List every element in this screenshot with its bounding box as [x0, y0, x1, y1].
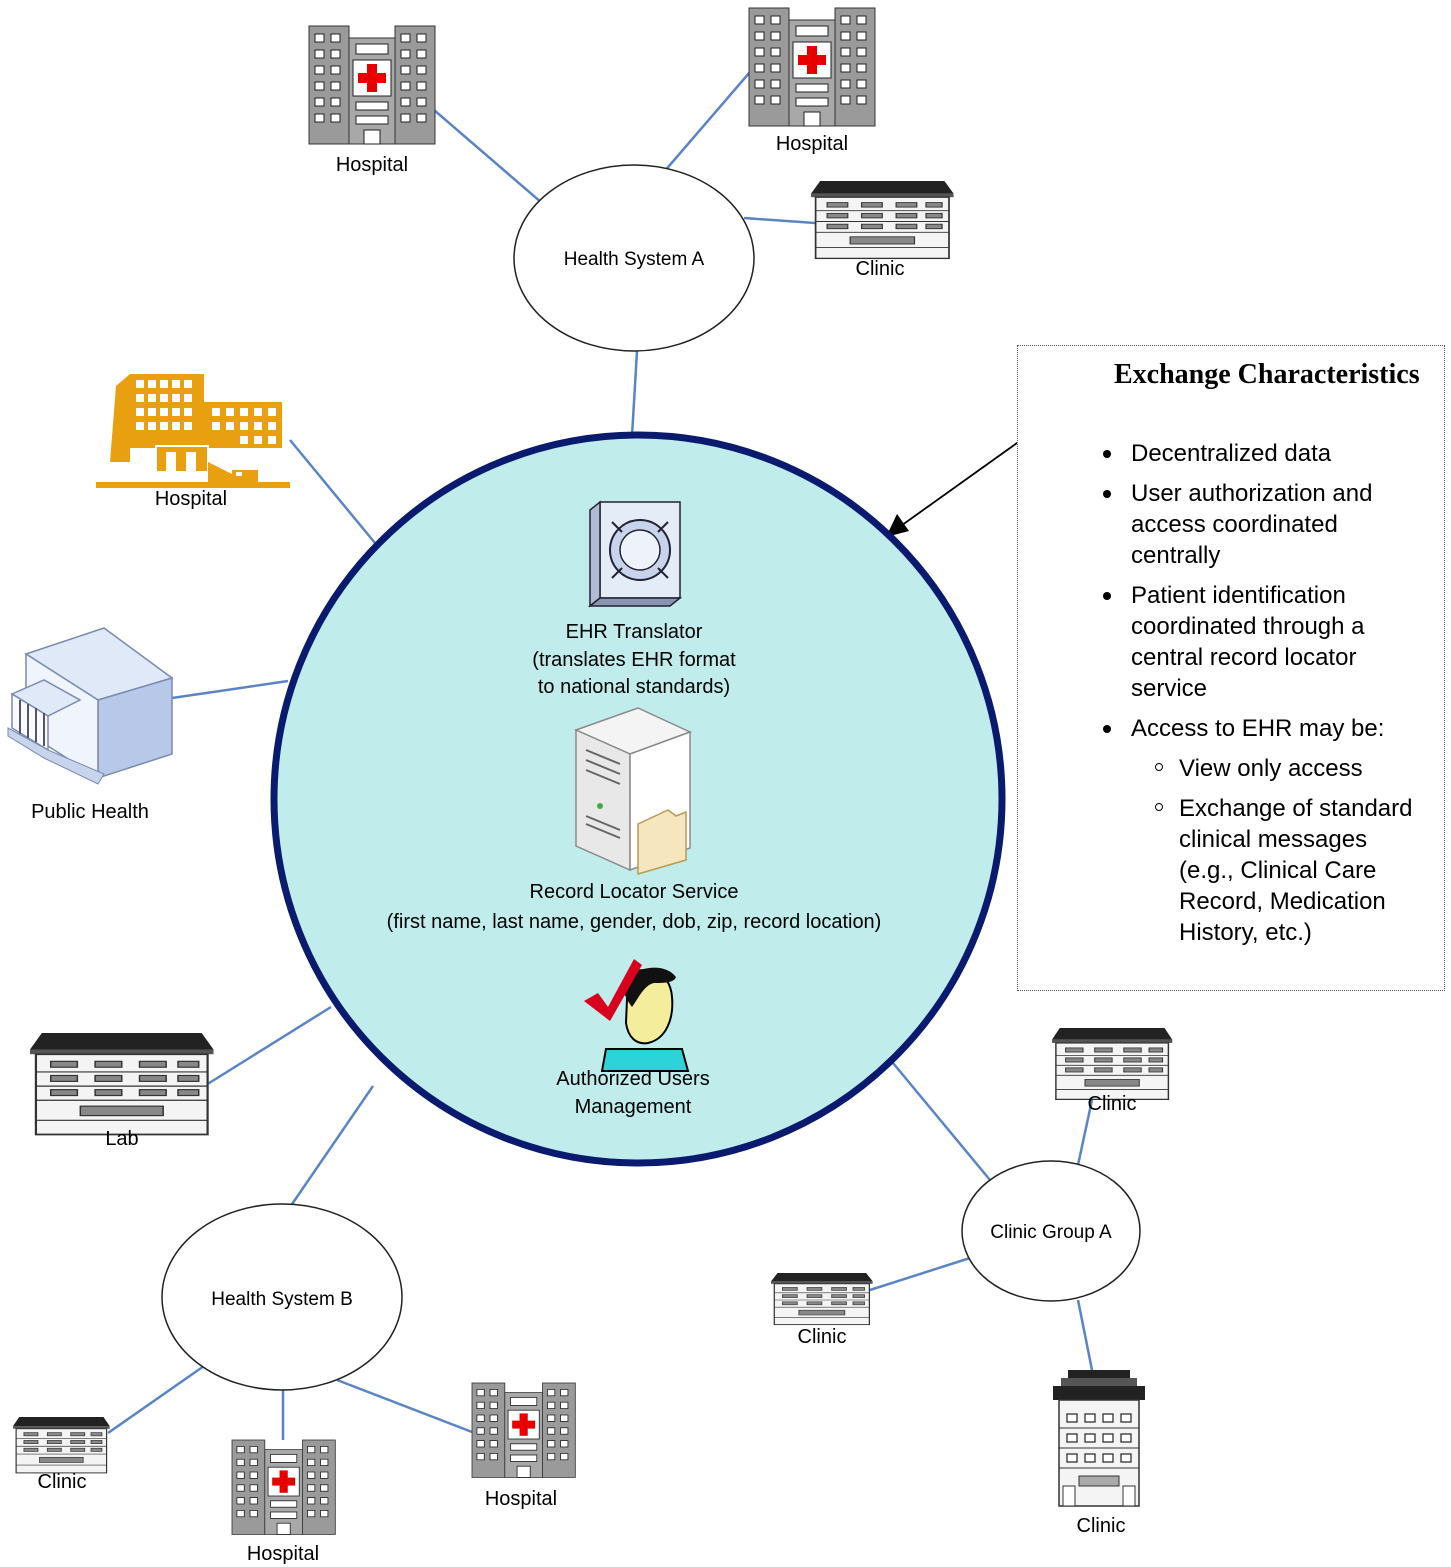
- hospital-icon: [748, 7, 876, 127]
- connector-lines: [107, 71, 1094, 1440]
- record-locator-fields: (first name, last name, gender, dob, zip…: [387, 911, 882, 933]
- hollow-bullet-icon: [1155, 803, 1163, 811]
- list-item: Access to EHR may be:: [1018, 713, 1446, 744]
- server-icon: [573, 707, 692, 875]
- ehr-translator-line3: to national standards): [538, 676, 730, 698]
- clinic-group-a-node: [961, 1160, 1141, 1302]
- public-health-label: Public Health: [31, 801, 149, 823]
- list-item: Patient identification coordinated throu…: [1018, 580, 1446, 704]
- sub-list-item: View only access: [1018, 753, 1446, 784]
- health-system-a-label: Health System A: [564, 249, 705, 270]
- clinic-icon: [28, 1031, 215, 1136]
- authorized-users-line2: Management: [575, 1096, 692, 1118]
- hospital-a2-label: Hospital: [776, 133, 848, 155]
- clinic-group-a-label: Clinic Group A: [990, 1222, 1112, 1243]
- orange-hospital-icon: [96, 374, 290, 488]
- bullet-text: Access to EHR may be:: [1131, 715, 1385, 742]
- ehr-translator-line1: EHR Translator: [566, 621, 703, 643]
- authorized-users-line1: Authorized Users: [556, 1068, 709, 1090]
- tall-clinic-icon: [1053, 1370, 1145, 1507]
- bullet-dot-icon: [1103, 725, 1111, 733]
- bullet-text: User authorization and access coordinate…: [1131, 480, 1373, 569]
- clinic-cg2-label: Clinic: [798, 1326, 847, 1348]
- hospital-icon: [308, 25, 436, 145]
- public-health-icon: [7, 627, 174, 785]
- exchange-characteristics-title: Exchange Characteristics: [1114, 359, 1420, 390]
- clinic-icon: [770, 1272, 874, 1326]
- hospital-b1-label: Hospital: [247, 1543, 319, 1565]
- hospital-icon: [471, 1382, 576, 1478]
- clinic-icon: [12, 1416, 111, 1474]
- list-item: User authorization and access coordinate…: [1018, 478, 1446, 571]
- hospital-a1-label: Hospital: [336, 154, 408, 176]
- bullet-dot-icon: [1103, 592, 1111, 600]
- hospital-b2-label: Hospital: [485, 1488, 557, 1510]
- health-system-b-node: [161, 1203, 403, 1391]
- bullet-dot-icon: [1103, 490, 1111, 498]
- clinic-b-label: Clinic: [38, 1471, 87, 1493]
- authorized-user-icon: [584, 959, 690, 1072]
- bullet-text: Decentralized data: [1131, 440, 1332, 467]
- bullet-text: Patient identification coordinated throu…: [1131, 582, 1365, 702]
- bullet-dot-icon: [1103, 450, 1111, 458]
- clinic-icon: [1051, 1027, 1174, 1101]
- lab-label: Lab: [105, 1128, 138, 1150]
- sub-bullet-text: Exchange of standard clinical messages (…: [1179, 795, 1413, 946]
- hospital-icon: [231, 1439, 336, 1535]
- health-system-a-node: [513, 164, 755, 352]
- hospital-orange-label: Hospital: [155, 488, 227, 510]
- list-item: Decentralized data: [1018, 438, 1446, 469]
- clinic-cg3-label: Clinic: [1077, 1515, 1126, 1537]
- hollow-bullet-icon: [1155, 763, 1163, 771]
- exchange-characteristics-box: Exchange Characteristics Decentralized d…: [1017, 345, 1445, 991]
- ehr-translator-line2: (translates EHR format: [532, 649, 736, 671]
- ehr-translator-icon: [587, 500, 683, 608]
- clinic-icon: [810, 180, 955, 260]
- sub-list-item: Exchange of standard clinical messages (…: [1018, 793, 1446, 948]
- sub-bullet-text: View only access: [1179, 755, 1363, 782]
- characteristics-list: Decentralized data User authorization an…: [1018, 438, 1446, 957]
- clinic-a-label: Clinic: [856, 258, 905, 280]
- clinic-cg1-label: Clinic: [1088, 1093, 1137, 1115]
- record-locator-title: Record Locator Service: [530, 881, 739, 903]
- health-system-b-label: Health System B: [211, 1289, 353, 1310]
